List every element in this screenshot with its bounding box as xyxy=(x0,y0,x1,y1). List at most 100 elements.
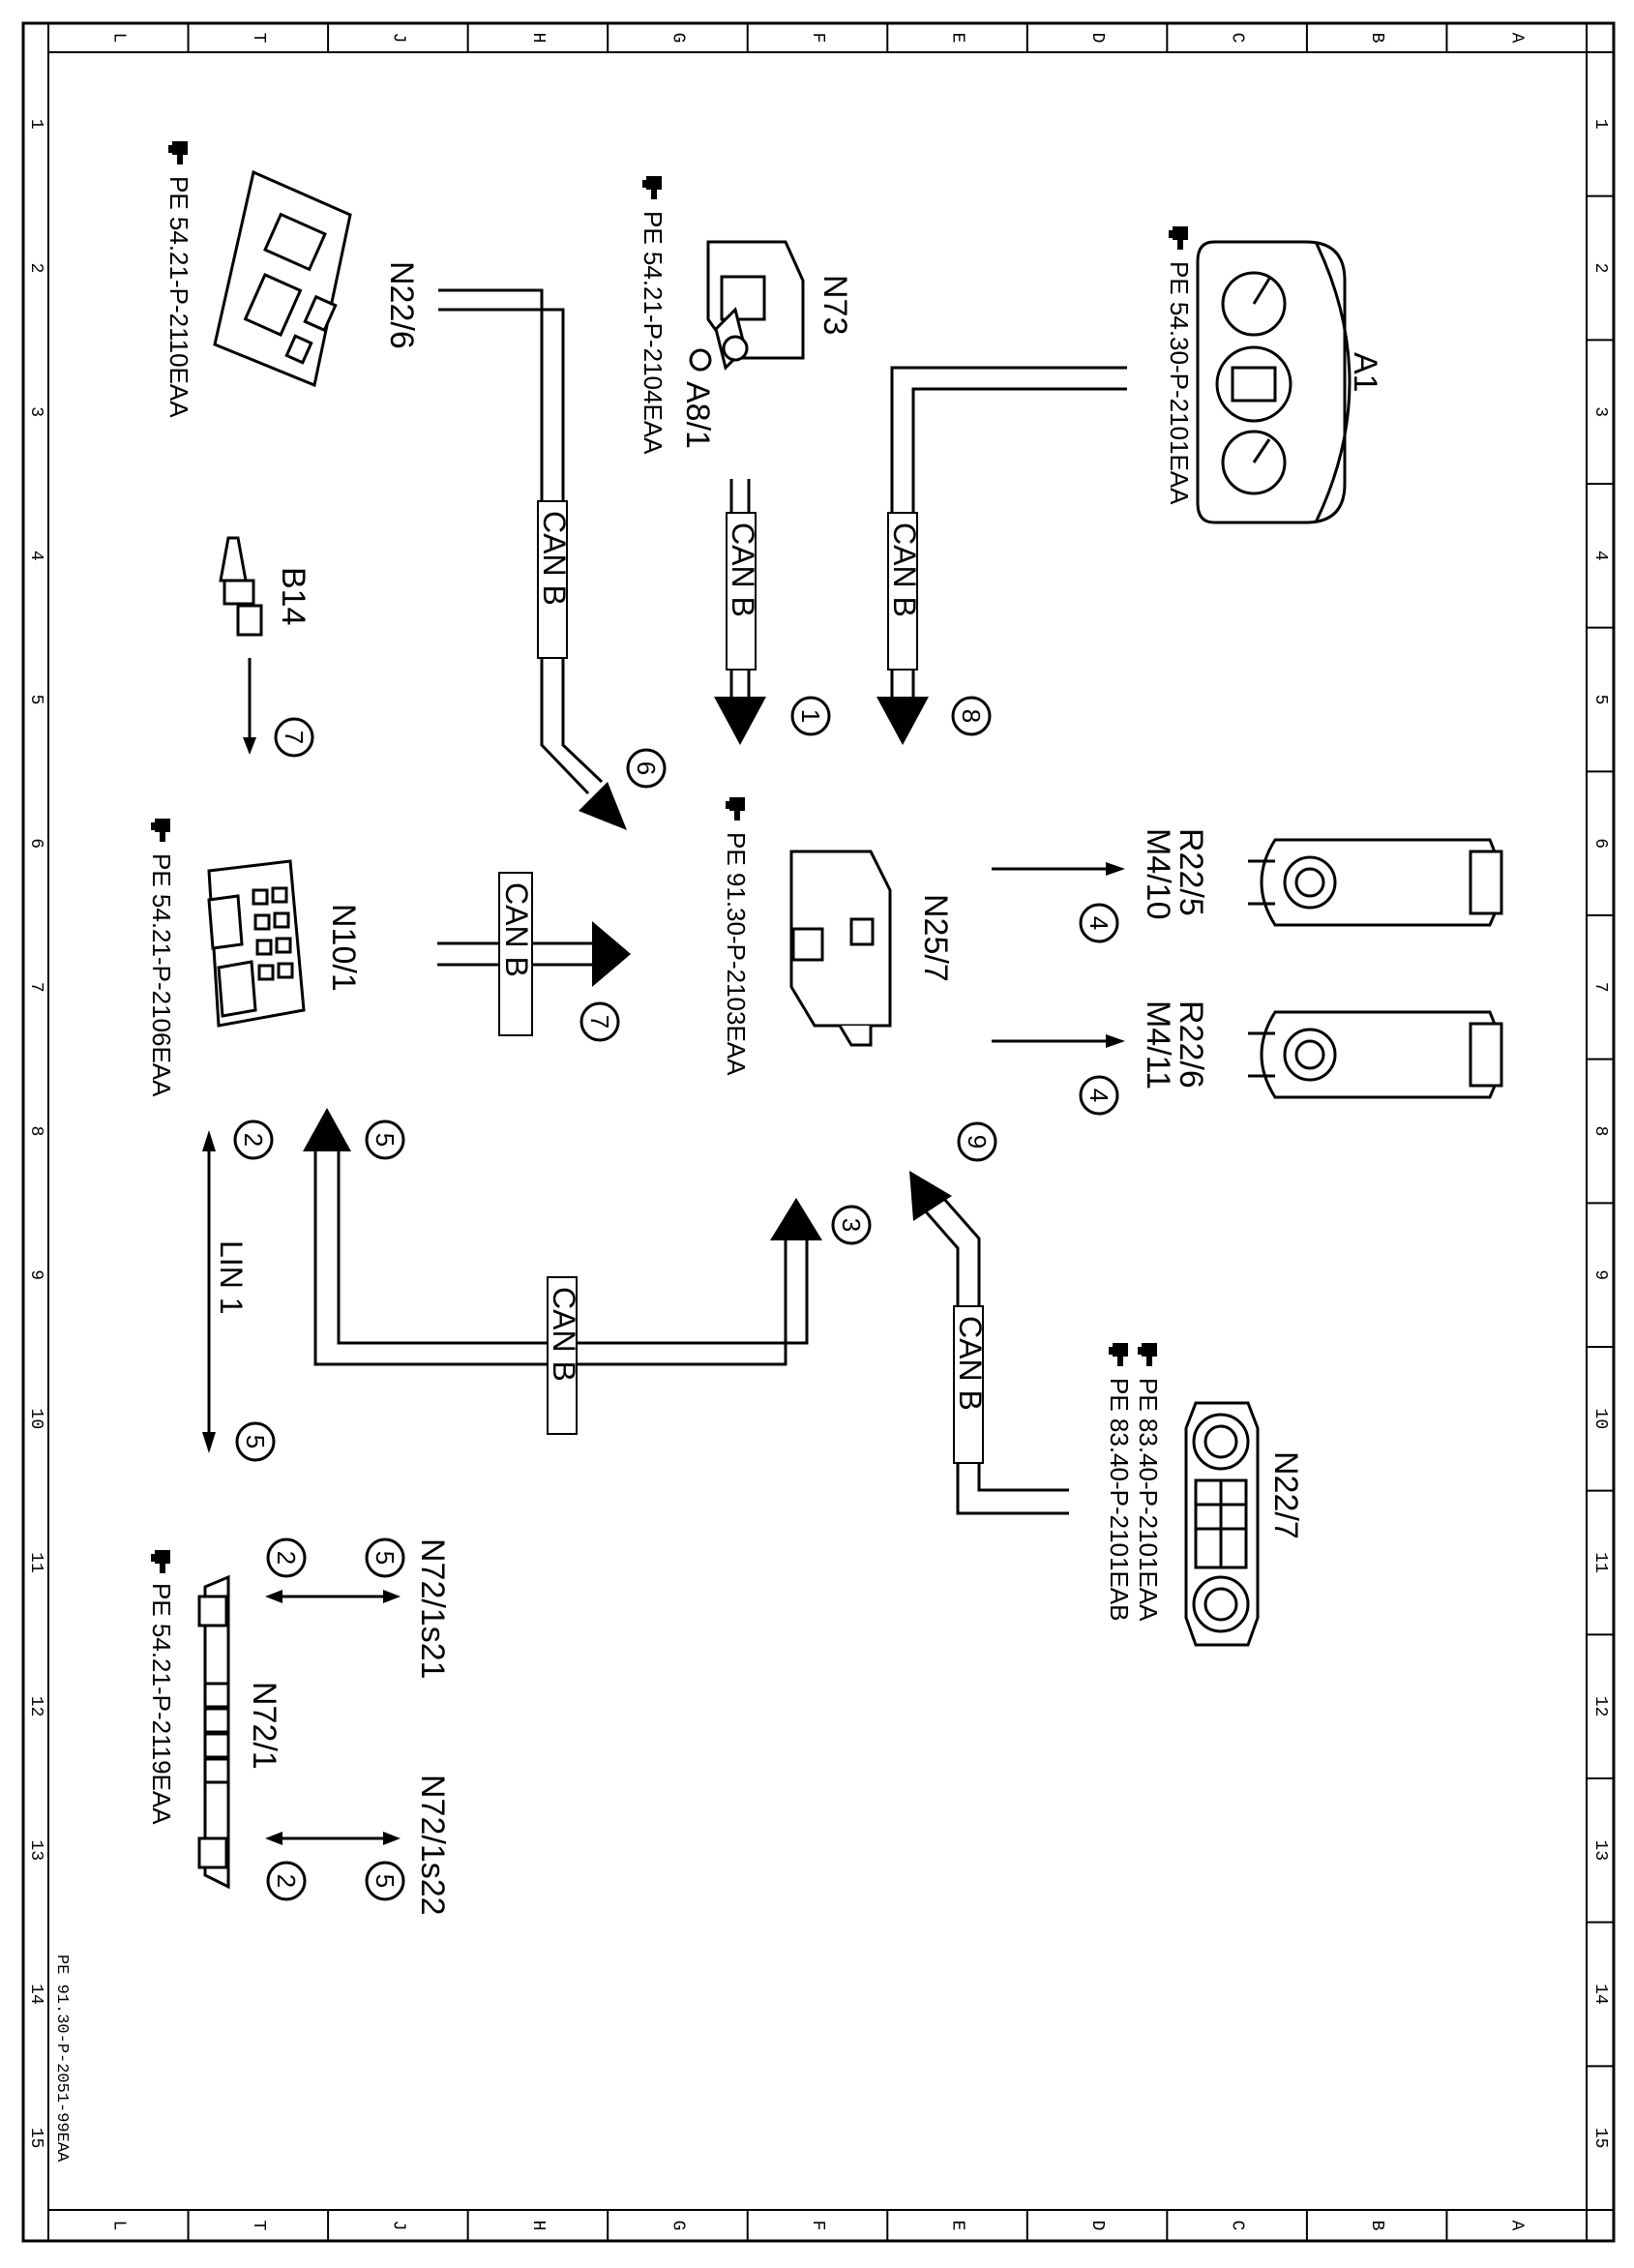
can-b-label: CAN B xyxy=(726,522,760,617)
border-number: 6 xyxy=(1590,838,1610,849)
a1-icon xyxy=(1196,240,1352,524)
ref-hand-icons xyxy=(151,141,1188,1573)
label-n72-1s21: N72/1s21 xyxy=(414,1538,451,1680)
border-number: 14 xyxy=(1590,1984,1610,2005)
border-number: 5 xyxy=(1590,695,1610,705)
border-letter: J xyxy=(388,2221,407,2231)
hand-pointer-icon xyxy=(168,141,188,164)
arrow-s21-right xyxy=(383,1590,401,1603)
line-n22-7 xyxy=(922,1209,1069,1515)
border-letter: T xyxy=(249,33,268,44)
label-n72-1: N72/1 xyxy=(246,1682,282,1770)
border-number: 13 xyxy=(26,1840,45,1862)
callout-number: 2 xyxy=(272,1551,301,1565)
callout-number: 7 xyxy=(585,1015,614,1029)
label-m4-11: M4/11 xyxy=(1140,1000,1176,1089)
label-n25-7: N25/7 xyxy=(917,894,954,982)
arrow-r22-5 xyxy=(1106,862,1125,876)
border-ticks xyxy=(47,23,1614,2241)
border-letter: A xyxy=(1507,33,1527,44)
callout-number: 5 xyxy=(241,1435,270,1448)
border-letter: D xyxy=(1087,33,1107,44)
border-number: 2 xyxy=(1590,263,1610,274)
label-b14: B14 xyxy=(275,567,312,626)
border-number: 8 xyxy=(26,1126,45,1137)
arrow-lin1-bottom xyxy=(202,1432,216,1453)
can-b-label: CAN B xyxy=(887,522,922,617)
border-number: 4 xyxy=(1590,551,1610,561)
border-number: 13 xyxy=(1590,1840,1610,1862)
n22-7-icon xyxy=(1184,1401,1260,1647)
n22-6-icon xyxy=(213,169,352,388)
can-b-label: CAN B xyxy=(953,1316,988,1411)
ref-n22-6: PE 54.21-P-2110EAA xyxy=(164,176,193,418)
arrow-s22-left xyxy=(265,1832,282,1845)
border-number: 11 xyxy=(26,1552,45,1573)
label-n73: N73 xyxy=(817,275,853,335)
border-number: 9 xyxy=(26,1269,45,1280)
label-r22-5: R22/5 xyxy=(1173,828,1209,916)
border-number: 1 xyxy=(26,119,45,130)
r22-5-icon xyxy=(1248,838,1503,927)
border-letter: E xyxy=(948,33,967,44)
ref-n22-7-a: PE 83.40-P-2101EAA xyxy=(1134,1378,1163,1622)
callout-number: 4 xyxy=(1084,916,1114,930)
border-letter: G xyxy=(668,33,687,44)
border-letter: F xyxy=(808,33,827,44)
border-number: 8 xyxy=(1590,1126,1610,1137)
border-letter: G xyxy=(668,2221,687,2231)
border-number: 3 xyxy=(26,406,45,417)
ref-n25-7: PE 91.30-P-2103EAA xyxy=(722,832,751,1076)
label-r22-6: R22/6 xyxy=(1173,1000,1209,1089)
arrow-b14 xyxy=(243,737,256,755)
hand-pointer-icon xyxy=(1169,226,1188,250)
border-letter: T xyxy=(249,2221,268,2231)
arrow-can-loop-left xyxy=(303,1108,351,1151)
r22-6-icon xyxy=(1248,1010,1503,1099)
callout-number: 1 xyxy=(796,709,825,723)
border-number: 12 xyxy=(1590,1696,1610,1717)
border-number: 3 xyxy=(1590,406,1610,417)
n72-1-icon xyxy=(197,1574,230,1890)
arrow-lin1-top xyxy=(202,1130,216,1151)
arrow-a8-1 xyxy=(714,697,766,745)
label-a8-1: A8/1 xyxy=(679,381,716,449)
border-letter: L xyxy=(108,33,128,44)
arrow-s21-left xyxy=(265,1590,282,1603)
arrowheads xyxy=(202,697,1125,1845)
border-letter: D xyxy=(1087,2221,1107,2231)
label-n72-1s22: N72/1s22 xyxy=(414,1775,451,1916)
callout-number: 4 xyxy=(1084,1089,1114,1102)
border-number: 4 xyxy=(26,551,45,561)
can-b-label: CAN B xyxy=(547,1287,581,1382)
outer-frame xyxy=(21,21,1616,2243)
callout-number: 5 xyxy=(371,1874,400,1888)
connections xyxy=(207,288,1127,1840)
label-a1: A1 xyxy=(1347,352,1383,393)
border-number: 7 xyxy=(26,982,45,993)
border-letter: H xyxy=(528,33,548,44)
arrow-n22-6 xyxy=(579,782,627,830)
ref-n73: PE 54.21-P-2104EAA xyxy=(639,211,668,455)
label-n10-1: N10/1 xyxy=(325,904,362,992)
callout-number: 2 xyxy=(272,1874,301,1888)
ref-n22-7-b: PE 83.40-P-2101EAB xyxy=(1105,1378,1134,1622)
border-letter: A xyxy=(1507,2221,1527,2231)
border-letter: F xyxy=(808,2221,827,2231)
label-n22-6: N22/6 xyxy=(383,261,420,349)
ref-a1: PE 54.30-P-2101EAA xyxy=(1165,261,1194,505)
border-number: 1 xyxy=(1590,119,1610,130)
border-letter: B xyxy=(1367,33,1386,44)
label-m4-10: M4/10 xyxy=(1140,828,1176,920)
border-number: 9 xyxy=(1590,1269,1610,1280)
hand-pointer-icon xyxy=(642,176,662,199)
border-number: 2 xyxy=(26,263,45,274)
can-b-labels: CAN B CAN B CAN B CAN B CAN B CAN B LIN … xyxy=(214,500,988,1464)
arrow-r22-6 xyxy=(1106,1034,1125,1048)
border-number: 11 xyxy=(1590,1552,1610,1573)
ref-n10-1: PE 54.21-P-2106EAA xyxy=(147,853,176,1097)
b14-icon xyxy=(219,536,263,637)
n25-7-icon xyxy=(789,850,892,1047)
can-b-label: CAN B xyxy=(537,511,572,606)
